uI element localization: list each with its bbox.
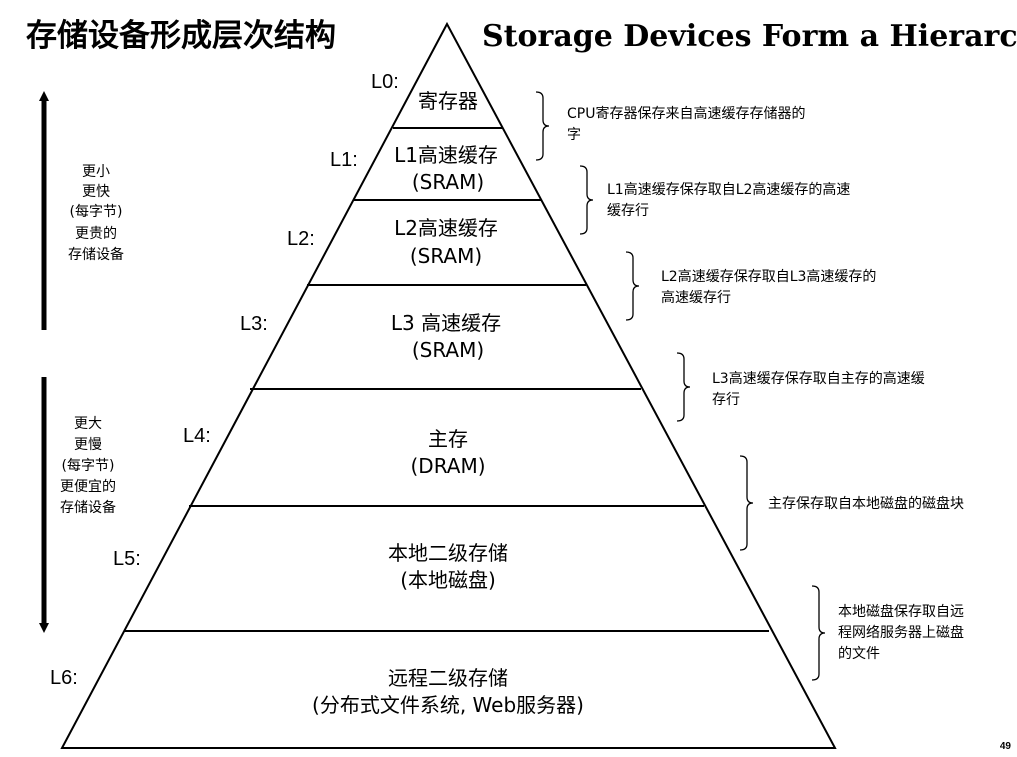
level-id-l6: L6:	[50, 667, 78, 689]
level-l3-line2: (SRAM)	[412, 338, 484, 362]
left-descriptions: 更小 更快 (每字节) 更贵的 存储设备 更大 更慢 (每字节) 更便宜的 存储…	[60, 164, 124, 516]
pyramid-outline	[60, 21, 837, 749]
note-brace-l5	[811, 585, 826, 681]
level-l2-line1: L2高速缓存	[394, 216, 498, 240]
level-id-l0: L0:	[371, 71, 399, 93]
level-id-l2: L2:	[287, 228, 315, 250]
note-l5-line2: 程网络服务器上磁盘	[838, 624, 964, 641]
note-l3-line2: 存行	[712, 392, 740, 408]
left-top-line1: 更小	[82, 164, 110, 180]
note-l2-line2: 高速缓存行	[661, 289, 731, 306]
level-l6-line2: (分布式文件系统, Web服务器)	[312, 693, 584, 717]
left-bottom-line4: 更便宜的	[60, 479, 116, 495]
note-braces	[535, 91, 826, 681]
note-l0-line1: CPU寄存器保存来自高速缓存存储器的	[567, 105, 805, 122]
level-id-l5: L5:	[113, 548, 141, 570]
note-l5-line1: 本地磁盘保存取自远	[838, 603, 964, 620]
level-id-l1: L1:	[330, 149, 358, 171]
level-l5-line2: (本地磁盘)	[400, 568, 496, 592]
note-brace-l1	[579, 165, 594, 235]
level-l2-line2: (SRAM)	[410, 244, 482, 268]
notes: CPU寄存器保存来自高速缓存存储器的 字 L1高速缓存保存取自L2高速缓存的高速…	[567, 105, 964, 662]
note-l4-line1: 主存保存取自本地磁盘的磁盘块	[768, 495, 964, 512]
left-top-line2: 更快	[82, 184, 110, 200]
level-l3-line1: L3 高速缓存	[391, 311, 501, 335]
level-l5-line1: 本地二级存储	[388, 541, 508, 565]
level-l0-line1: 寄存器	[418, 89, 478, 113]
level-id-l4: L4:	[183, 425, 211, 447]
level-l4-line2: (DRAM)	[410, 454, 485, 478]
left-bottom-line1: 更大	[74, 416, 102, 432]
page-number: 49	[1000, 741, 1012, 752]
left-bottom-line2: 更慢	[74, 436, 102, 453]
level-l1-line2: (SRAM)	[412, 170, 484, 194]
left-bottom-line3: (每字节)	[62, 458, 115, 474]
note-brace-l0	[535, 91, 550, 161]
note-brace-l4	[739, 455, 754, 551]
title-chinese: 存储设备形成层次结构	[26, 18, 336, 54]
left-bottom-line5: 存储设备	[60, 499, 116, 516]
note-l3-line1: L3高速缓存保存取自主存的高速缓	[712, 370, 925, 387]
note-l1-line1: L1高速缓存保存取自L2高速缓存的高速	[607, 181, 850, 198]
left-top-line5: 存储设备	[68, 246, 124, 263]
level-contents: 寄存器 L1高速缓存 (SRAM) L2高速缓存 (SRAM) L3 高速缓存 …	[312, 89, 584, 717]
left-top-line3: (每字节)	[70, 204, 123, 220]
note-l5-line3: 的文件	[838, 646, 880, 662]
level-l6-line1: 远程二级存储	[388, 666, 508, 690]
note-brace-l2	[625, 251, 640, 321]
note-l2-line1: L2高速缓存保存取自L3高速缓存的	[661, 268, 876, 285]
level-l1-line1: L1高速缓存	[394, 143, 498, 167]
title-english: Storage Devices Form a Hierarchy	[482, 19, 1017, 54]
level-dividers	[124, 127, 769, 632]
note-brace-l3	[676, 352, 691, 422]
left-top-line4: 更贵的	[75, 226, 117, 242]
level-id-l3: L3:	[240, 313, 268, 335]
note-l1-line2: 缓存行	[607, 203, 649, 219]
level-l4-line1: 主存	[428, 427, 468, 451]
level-ids: L0: L1: L2: L3: L4: L5: L6:	[50, 71, 399, 689]
note-l0-line2: 字	[567, 127, 581, 143]
